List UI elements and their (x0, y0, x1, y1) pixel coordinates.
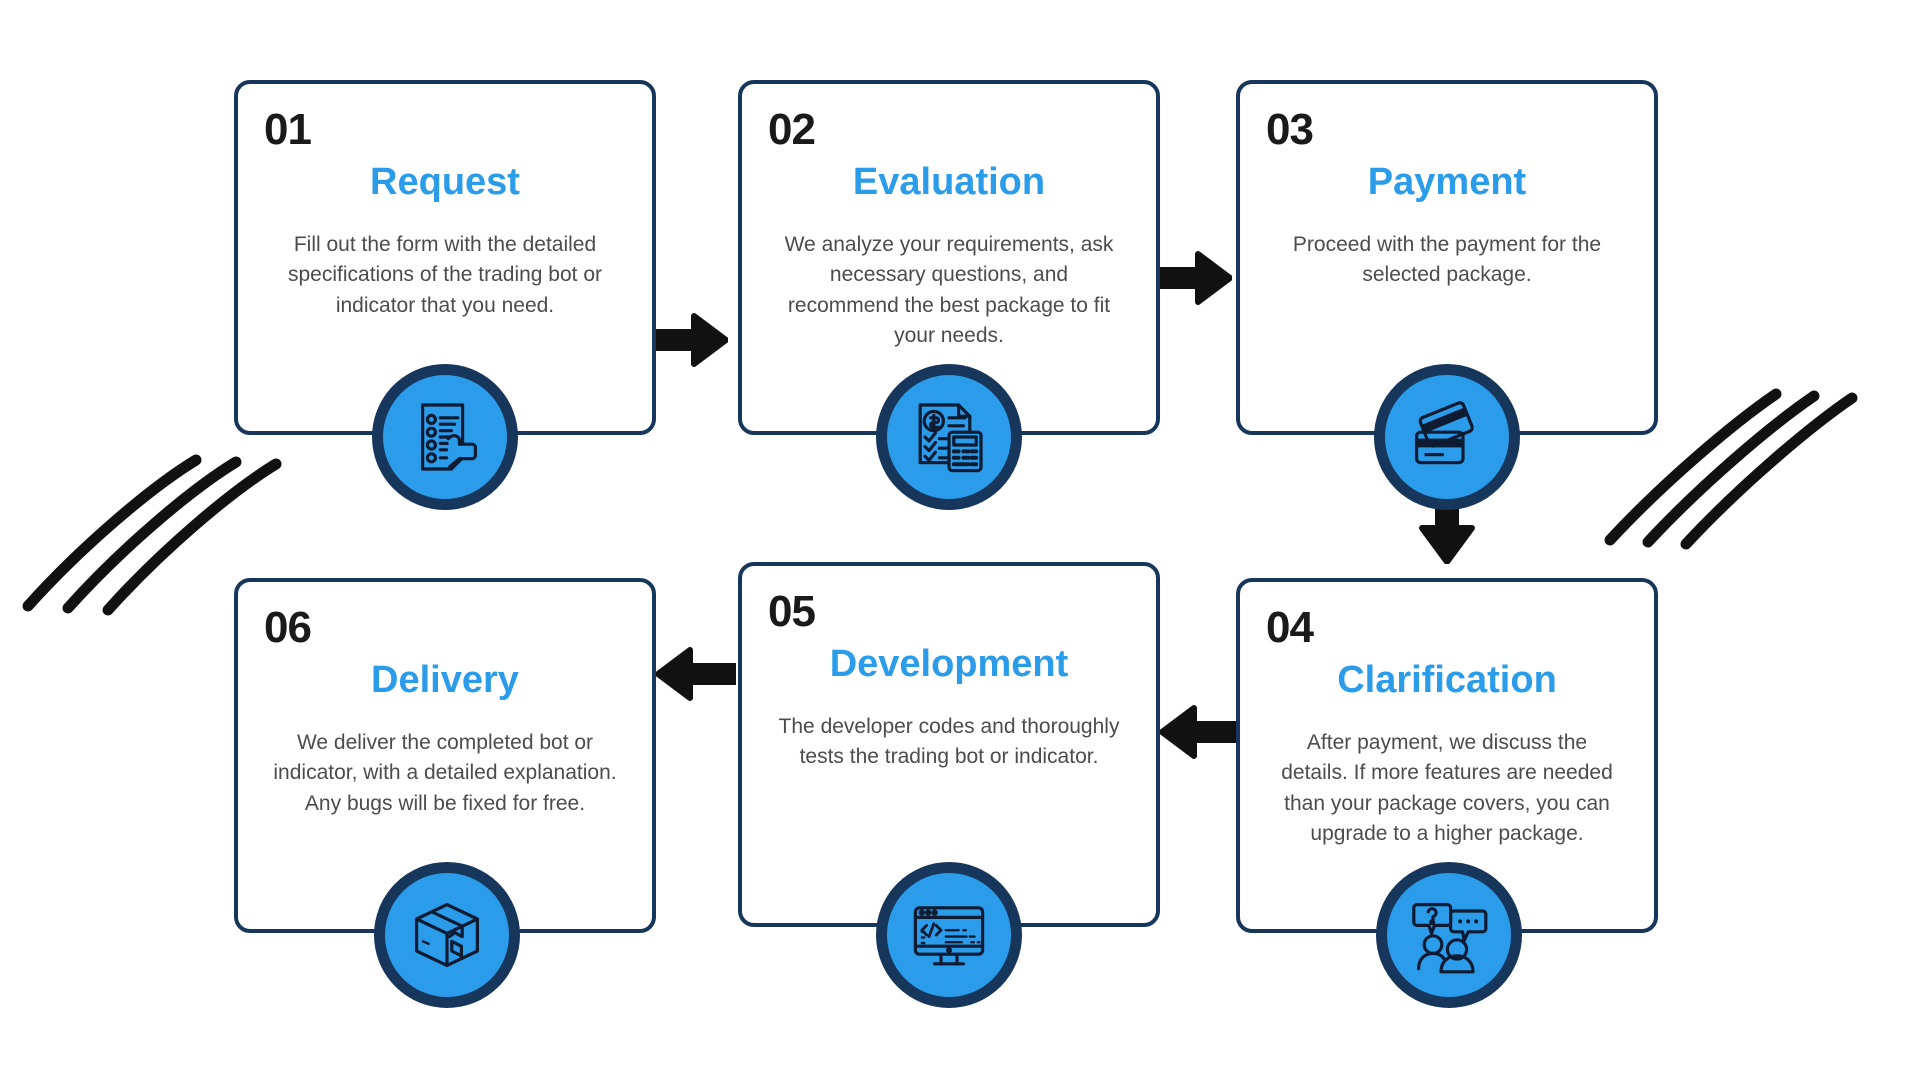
step-description-02: We analyze your requirements, ask necess… (784, 232, 1114, 348)
step-title-05: Development (829, 643, 1069, 685)
monitor-code-icon (913, 906, 985, 966)
step-badge-02[interactable] (876, 364, 1022, 510)
step-description-01: Fill out the form with the detailed spec… (287, 232, 602, 317)
credit-cards-icon (1415, 401, 1474, 465)
step-number-05: 05 (768, 587, 816, 636)
step-description-06: We deliver the completed bot or indicato… (273, 730, 617, 815)
people-chat-question-icon (1412, 903, 1488, 974)
arrow-step5-to-step6 (656, 647, 736, 701)
step-title-01: Request (370, 161, 520, 203)
invoice-calculator-icon (918, 403, 983, 473)
step-title-03: Payment (1367, 161, 1527, 203)
step-description-04: After payment, we discuss the details. I… (1281, 730, 1613, 846)
step-badge-04[interactable] (1376, 862, 1522, 1008)
step-description-03: Proceed with the payment for the selecte… (1292, 232, 1602, 287)
step-badge-03[interactable] (1374, 364, 1520, 510)
step-badge-06[interactable] (374, 862, 520, 1008)
arrow-step4-to-step5 (1160, 705, 1240, 759)
step-badge-05[interactable] (876, 862, 1022, 1008)
step-badge-01[interactable] (372, 364, 518, 510)
arrow-step2-to-step3 (1152, 251, 1232, 305)
step-title-02: Evaluation (852, 161, 1046, 203)
step-title-06: Delivery (371, 659, 519, 701)
step-title-04: Clarification (1337, 659, 1557, 701)
step-number-06: 06 (264, 603, 312, 652)
step-number-02: 02 (768, 105, 816, 154)
step-number-03: 03 (1266, 105, 1314, 154)
arrow-step1-to-step2 (648, 313, 728, 367)
form-checklist-hand-icon (421, 403, 477, 471)
step-number-04: 04 (1266, 603, 1314, 652)
step-description-05: The developer codes and thoroughly tests… (778, 714, 1120, 769)
step-number-01: 01 (264, 105, 312, 154)
package-box-icon (415, 903, 479, 967)
